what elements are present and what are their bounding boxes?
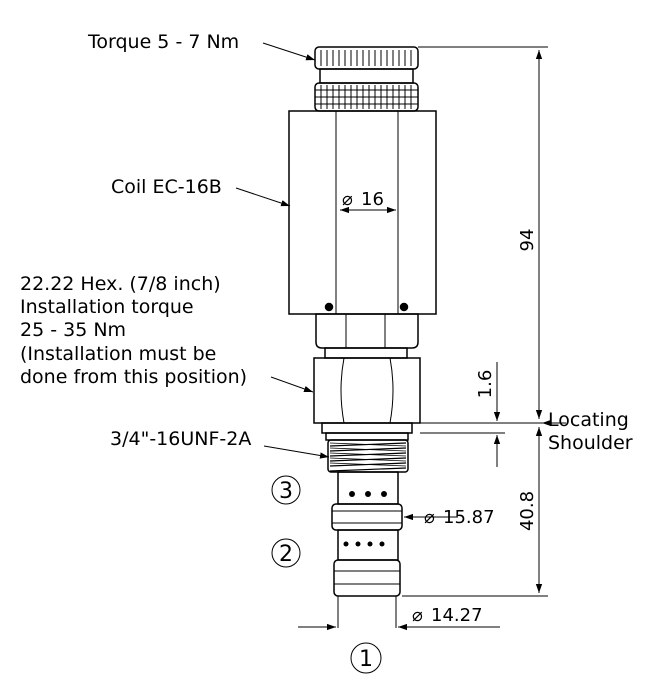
port-2-circle [271,538,301,568]
hex-label-line4: (Installation must be [20,343,216,365]
diameter-symbol-16: ⌀ [342,189,353,210]
dim-94-text: 94 [517,229,538,252]
hex-label-line2: Installation torque [20,296,194,318]
port-3-cage [337,471,399,505]
hex-body [313,357,421,424]
oring-left [324,302,334,312]
dim-16-text: 16 [361,189,384,210]
thread [327,439,409,473]
dim-40-8-text: 40.8 [517,491,538,531]
tube-nut [315,313,419,349]
hex-label-line1: 22.22 Hex. (7/8 inch) [20,273,221,295]
hex-label-line5: done from this position) [20,366,247,388]
dim-15-87-text: 15.87 [443,507,495,528]
diameter-symbol-14-27: ⌀ [412,605,423,626]
thread-label: 3/4"-16UNF-2A [110,428,251,450]
dim-14-27-text: 14.27 [431,605,483,626]
knurled-nut [314,46,419,112]
port-2-number: 2 [279,542,293,567]
locating-label-line1: Locating [548,409,629,431]
port-3-number: 3 [279,479,293,504]
hex-leader [270,376,314,393]
torque-leader [262,42,316,61]
dim-1-6-text: 1.6 [475,370,496,399]
hex-label-line3: 25 - 35 Nm [20,319,126,341]
locating-label-line2: Shoulder [548,432,633,454]
port-3-circle [271,475,301,505]
port-1-circle [350,642,382,674]
oring-right [399,302,409,312]
thread-leader [263,445,330,459]
diameter-symbol-15-87: ⌀ [424,507,435,528]
coil-label: Coil EC-16B [111,176,222,198]
port-1-number: 1 [359,647,373,672]
torque-label: Torque 5 - 7 Nm [87,31,239,53]
coil-leader [235,187,291,207]
tip [333,559,401,597]
port-holes [343,491,387,547]
body-collar [331,503,403,531]
coil-body [288,110,437,315]
